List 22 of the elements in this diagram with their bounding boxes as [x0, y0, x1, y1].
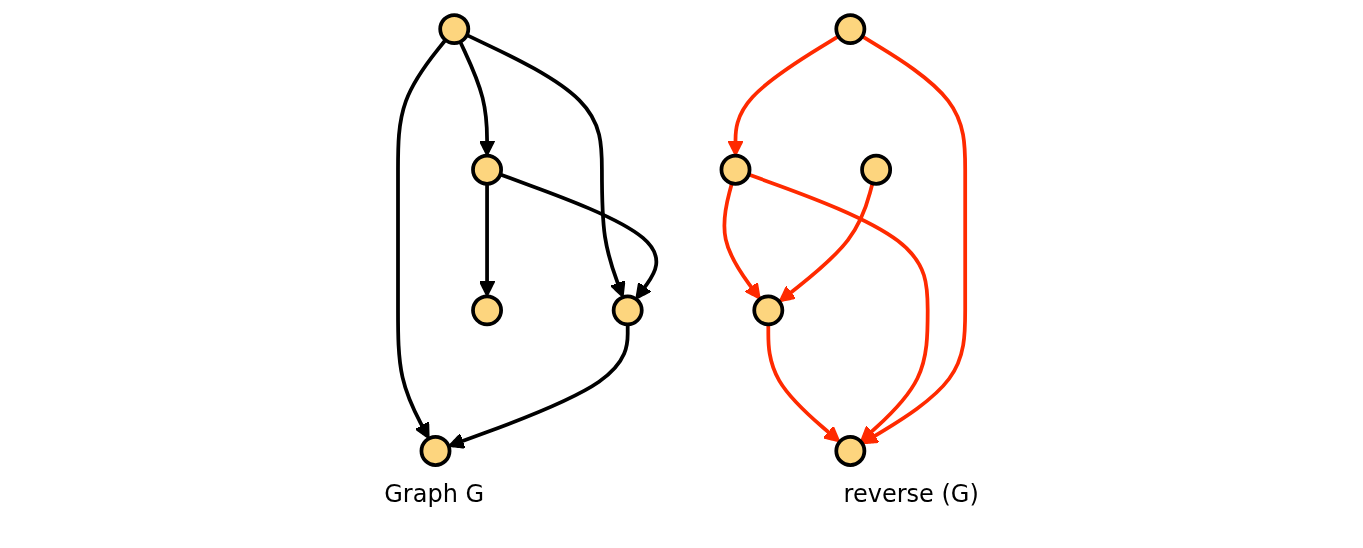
arrow [466, 33, 626, 298]
arrow [766, 324, 841, 443]
node-circle [611, 294, 644, 327]
arrow [396, 38, 447, 440]
arrow [722, 182, 761, 300]
arrow [447, 324, 630, 449]
node-circle [438, 13, 471, 45]
arrow [499, 172, 659, 300]
node-circle [834, 13, 867, 45]
arrow [747, 172, 930, 443]
node-circle [860, 153, 892, 186]
node-circle [471, 294, 503, 327]
arrow [861, 34, 967, 445]
arrow [478, 183, 496, 297]
node-circle [834, 435, 867, 467]
arrow [778, 182, 875, 303]
node-circle [752, 294, 785, 327]
graph-caption: Graph G [384, 480, 485, 508]
node-circle [471, 153, 503, 186]
graph-caption: reverse (G) [843, 480, 979, 508]
node-circle [419, 435, 452, 467]
node-circle [719, 153, 752, 186]
